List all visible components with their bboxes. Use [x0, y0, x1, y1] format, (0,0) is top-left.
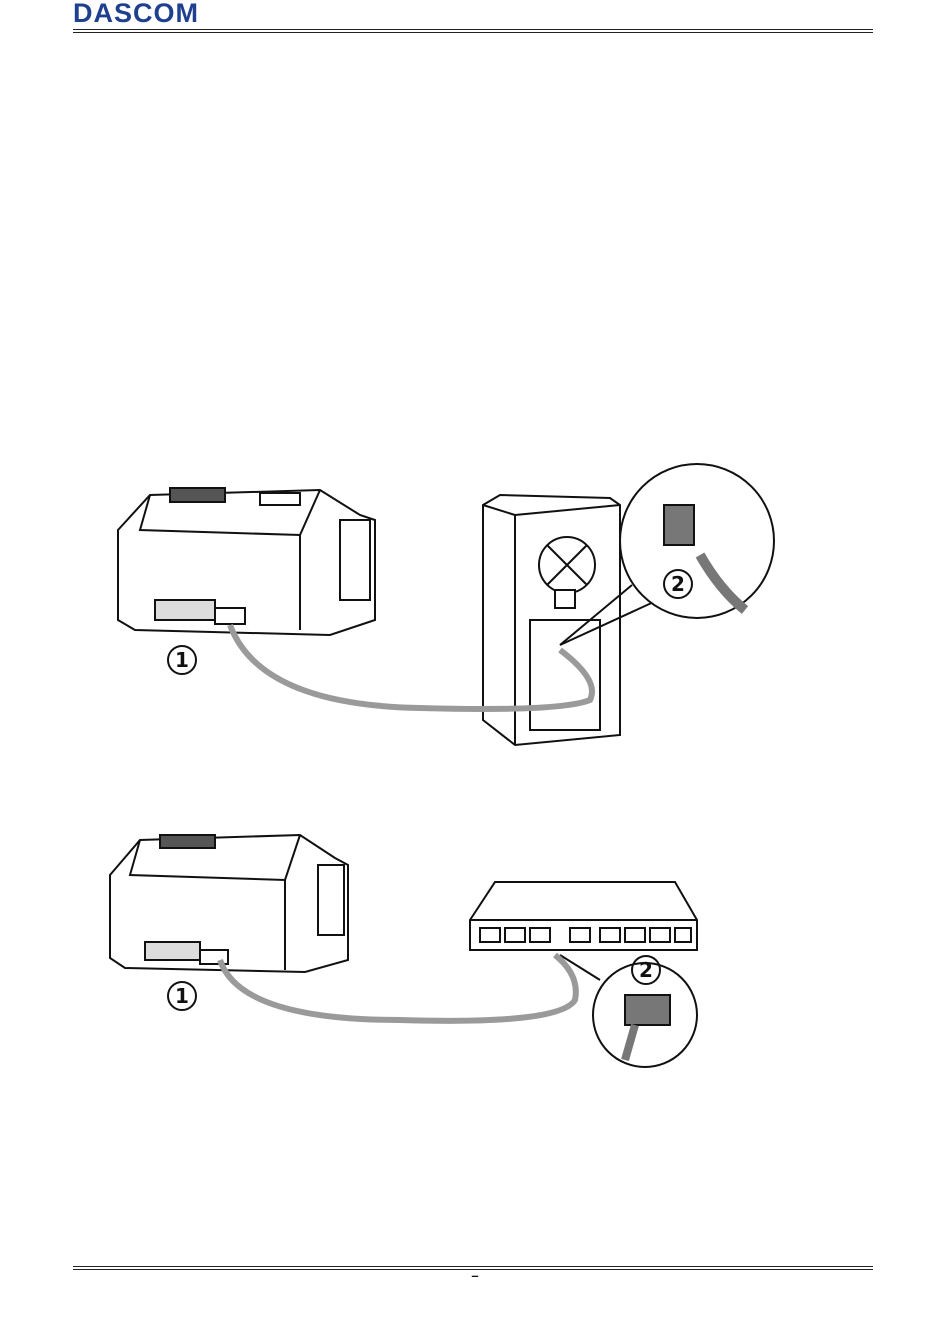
- usb-connection-figure: 1 2: [0, 460, 950, 760]
- card-printer: [118, 488, 375, 635]
- dascom-logo: DASCOM: [73, 0, 199, 26]
- callout-1-marker-2: 1: [168, 982, 196, 1010]
- header-rule: [73, 29, 873, 30]
- svg-text:2: 2: [639, 958, 653, 982]
- svg-text:2: 2: [671, 572, 685, 596]
- page-number: –: [460, 1268, 490, 1283]
- header-rule-secondary: [73, 32, 873, 33]
- svg-text:1: 1: [175, 648, 189, 672]
- callout-1-marker: 1: [168, 646, 196, 674]
- ethernet-connection-illustration: 1 2: [0, 820, 950, 1080]
- network-switch: [470, 882, 697, 950]
- footer-rule: [73, 1266, 873, 1267]
- usb-connection-illustration: 1 2: [0, 460, 950, 760]
- svg-text:1: 1: [175, 984, 189, 1008]
- ethernet-connection-figure: 1 2: [0, 820, 950, 1080]
- card-printer-2: [110, 835, 348, 972]
- ethernet-port-zoom: [560, 955, 697, 1067]
